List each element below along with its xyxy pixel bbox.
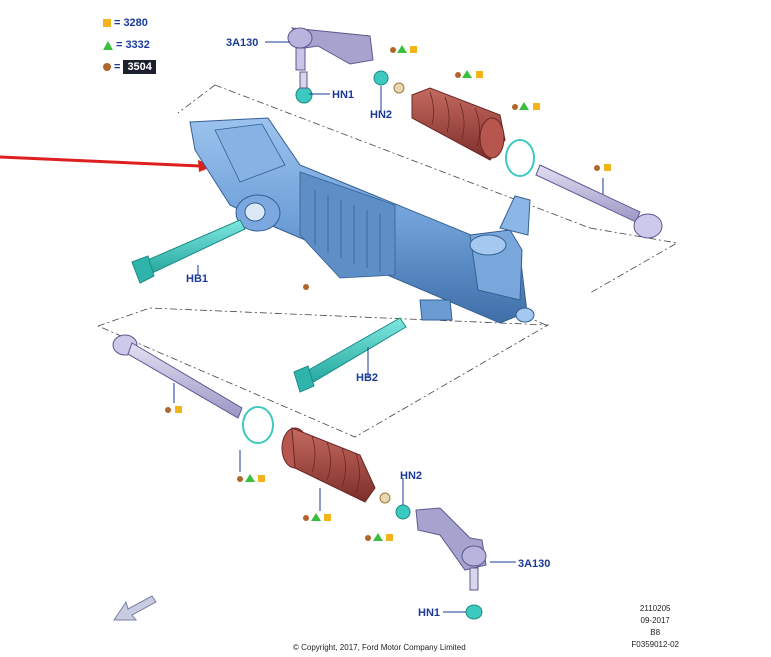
drawing-id: F0359012-02 <box>631 640 679 649</box>
boot-upper <box>411 87 506 161</box>
legend-item: = 3332 <box>103 34 156 56</box>
tie-rod-end-lower <box>415 507 487 591</box>
navigation-arrow-icon[interactable] <box>112 594 158 624</box>
copyright-notice: © Copyright, 2017, Ford Motor Company Li… <box>293 643 466 652</box>
legend: = 3280 = 3332 = 3504 <box>103 12 156 78</box>
jam-nut-lower <box>379 492 411 520</box>
nut-upper <box>295 71 313 104</box>
inner-tie-rod-lower <box>112 334 243 419</box>
nut-lower <box>465 604 483 620</box>
callout-hn1-lower: HN1 <box>418 607 440 619</box>
square-icon <box>103 19 111 27</box>
callout-hn2-lower: HN2 <box>400 470 422 482</box>
dot-icon <box>103 63 111 71</box>
clamp-lower <box>242 406 274 444</box>
legend-value: 3332 <box>125 39 150 51</box>
callout-hn2-upper: HN2 <box>370 109 392 121</box>
callout-3a130-lower: 3A130 <box>518 558 550 570</box>
callout-3a130-upper: 3A130 <box>226 37 258 49</box>
callout-hn1-upper: HN1 <box>332 89 354 101</box>
triangle-icon <box>103 40 113 50</box>
bolt-hb2 <box>293 317 407 393</box>
jam-nut-upper <box>373 70 405 94</box>
tie-rod-end-upper <box>287 27 374 71</box>
inner-tie-rod-upper <box>535 164 663 239</box>
drawing-number: 2110205 <box>639 604 671 613</box>
bolt-hb1 <box>131 219 246 284</box>
callout-hb2: HB2 <box>356 372 378 384</box>
indicator-arrow-icon <box>0 155 214 172</box>
assembly-outline-lower <box>97 307 550 438</box>
steering-rack-housing <box>189 117 535 324</box>
leader-lines <box>173 41 604 613</box>
legend-value: 3280 <box>123 17 148 29</box>
drawing-revision: B8 <box>650 628 661 637</box>
drawing-info: 2110205 09-2017 B8 F0359012-02 <box>631 603 679 651</box>
legend-item: = 3504 <box>103 56 156 78</box>
drawing-date: 09-2017 <box>640 616 670 625</box>
callout-hb1: HB1 <box>186 273 208 285</box>
clamp-upper <box>505 139 535 177</box>
legend-value-highlighted: 3504 <box>123 60 156 74</box>
boot-lower <box>281 427 376 503</box>
legend-item: = 3280 <box>103 12 156 34</box>
part-symbol-markers <box>165 45 611 541</box>
